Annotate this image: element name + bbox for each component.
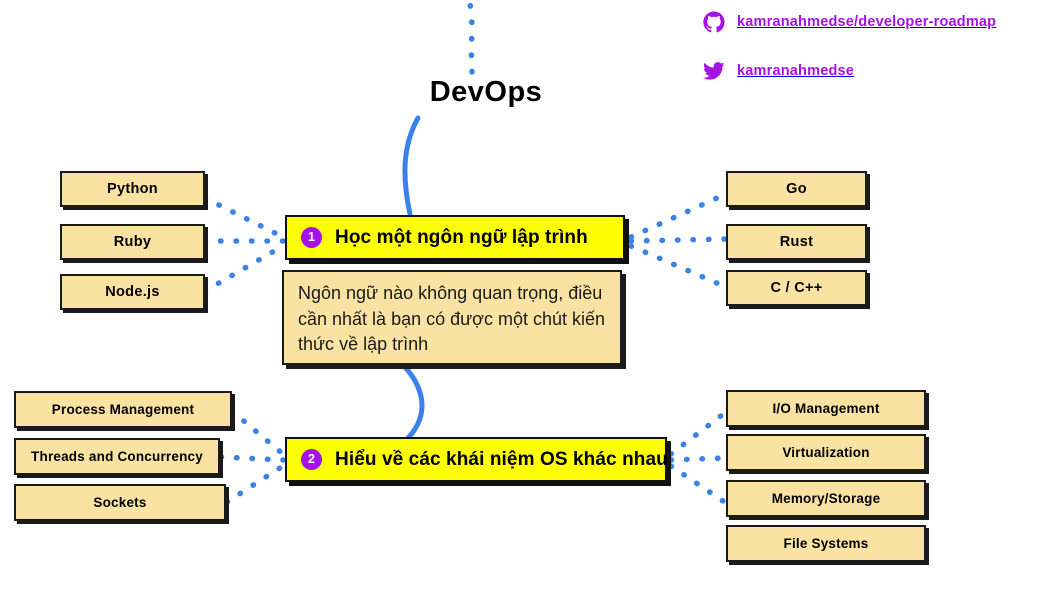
node-go[interactable]: Go — [726, 171, 867, 207]
node-label: Ruby — [113, 234, 152, 250]
page-title: DevOps — [429, 76, 543, 108]
node-label: Python — [107, 181, 158, 197]
node-memory-storage[interactable]: Memory/Storage — [726, 480, 926, 517]
node-label: File Systems — [783, 536, 869, 551]
github-link[interactable]: kamranahmedse/developer-roadmap — [703, 11, 996, 33]
topic-number-badge: 2 — [301, 449, 322, 470]
node-process-management[interactable]: Process Management — [14, 391, 232, 428]
topic-understand-os-concepts[interactable]: 2 Hiểu về các khái niệm OS khác nhau — [285, 437, 668, 482]
twitter-icon — [703, 62, 725, 80]
node-virtualization[interactable]: Virtualization — [726, 434, 926, 471]
node-label: Process Management — [51, 402, 195, 417]
node-sockets[interactable]: Sockets — [14, 484, 226, 521]
node-label: Threads and Concurrency — [31, 449, 203, 464]
node-label: Node.js — [105, 284, 160, 300]
node-label: Virtualization — [782, 445, 870, 460]
github-handle: kamranahmedse/developer-roadmap — [737, 14, 997, 30]
node-label: I/O Management — [772, 401, 880, 416]
node-python[interactable]: Python — [60, 171, 205, 207]
twitter-handle: kamranahmedse — [737, 63, 855, 79]
node-c-cpp[interactable]: C / C++ — [726, 270, 867, 306]
topic-number-badge: 1 — [301, 227, 322, 248]
topic-note: Ngôn ngữ nào không quan trọng, điều cần … — [282, 270, 622, 365]
node-label: Go — [786, 181, 807, 197]
node-label: Sockets — [93, 495, 147, 510]
node-threads-and-concurrency[interactable]: Threads and Concurrency — [14, 438, 220, 475]
topic-label: Học một ngôn ngữ lập trình — [335, 226, 588, 248]
topic-label: Hiểu về các khái niệm OS khác nhau — [335, 448, 668, 470]
node-nodejs[interactable]: Node.js — [60, 274, 205, 310]
node-label: C / C++ — [770, 280, 823, 296]
node-label: Rust — [779, 234, 814, 250]
node-label: Memory/Storage — [771, 491, 881, 506]
node-ruby[interactable]: Ruby — [60, 224, 205, 260]
node-rust[interactable]: Rust — [726, 224, 867, 260]
topic-learn-a-programming-language[interactable]: 1 Học một ngôn ngữ lập trình — [285, 215, 625, 260]
github-icon — [703, 11, 725, 33]
twitter-link[interactable]: kamranahmedse — [703, 60, 854, 82]
node-file-systems[interactable]: File Systems — [726, 525, 926, 562]
node-io-management[interactable]: I/O Management — [726, 390, 926, 427]
